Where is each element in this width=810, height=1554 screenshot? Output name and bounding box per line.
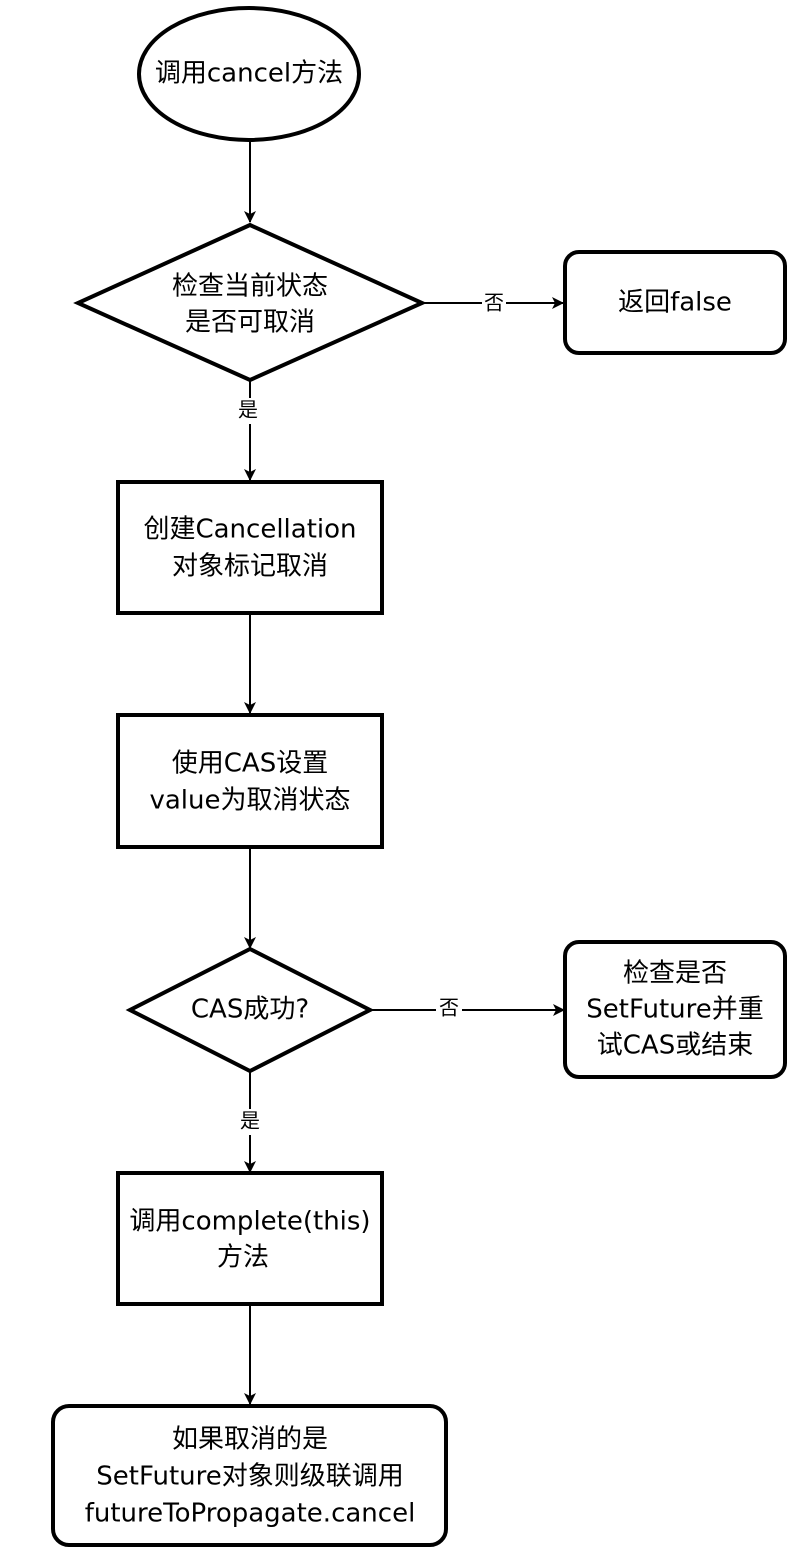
- node-call-complete: 调用complete(this) 方法: [116, 1171, 384, 1306]
- node-cas-set: 使用CAS设置 value为取消状态: [116, 713, 384, 849]
- node-propagate: 如果取消的是 SetFuture对象则级联调用 futureToPropagat…: [51, 1404, 448, 1547]
- edge-label-bg: [436, 996, 462, 1022]
- edge-label-no-1: 否: [484, 291, 504, 315]
- node-create-cancellation: 创建Cancellation 对象标记取消: [116, 480, 384, 615]
- node-check-state-line-1: 检查当前状态: [172, 272, 328, 302]
- return-false-box: [563, 250, 787, 355]
- node-check-setfuture-line-3: 试CAS或结束: [597, 1031, 753, 1061]
- edge-label-yes-1: 是: [238, 398, 258, 422]
- node-check-state: 检查当前状态 是否可取消: [73, 222, 427, 383]
- node-propagate-line-3: futureToPropagate.cancel: [85, 1499, 416, 1529]
- node-propagate-line-2: SetFuture对象则级联调用: [96, 1462, 404, 1492]
- node-check-setfuture-line-2: SetFuture并重: [586, 995, 764, 1025]
- node-return-false: 返回false: [563, 250, 787, 355]
- node-check-setfuture-line-1: 检查是否: [623, 959, 727, 989]
- cas-set-box: [116, 713, 384, 849]
- node-check-setfuture: 检查是否 SetFuture并重 试CAS或结束: [563, 940, 787, 1079]
- node-cas-success: CAS成功?: [125, 946, 375, 1074]
- edges: 否 是 否 是: [236, 142, 565, 1405]
- node-cas-set-line-1: 使用CAS设置: [172, 749, 328, 779]
- node-check-state-line-2: 是否可取消: [185, 308, 315, 338]
- edge-label-no-2: 否: [439, 996, 459, 1020]
- edge-label-bg: [236, 1109, 264, 1135]
- node-create-cancellation-line-2: 对象标记取消: [172, 552, 328, 582]
- call-complete-box: [116, 1171, 384, 1306]
- start-ellipse: [137, 6, 361, 142]
- node-call-complete-line-1: 调用complete(this): [129, 1207, 370, 1237]
- node-call-complete-line-2: 方法: [217, 1243, 269, 1273]
- node-propagate-line-1: 如果取消的是: [172, 1425, 328, 1455]
- propagate-box: [51, 1404, 448, 1547]
- node-start-label: 调用cancel方法: [155, 59, 343, 89]
- cas-success-diamond: [125, 946, 375, 1074]
- check-setfuture-box: [563, 940, 787, 1079]
- node-cas-success-label: CAS成功?: [191, 995, 309, 1025]
- node-create-cancellation-line-1: 创建Cancellation: [143, 515, 356, 545]
- edge-label-yes-2: 是: [240, 1109, 260, 1133]
- create-cancellation-box: [116, 480, 384, 615]
- check-state-diamond: [73, 222, 427, 383]
- node-start: 调用cancel方法: [137, 6, 361, 142]
- node-return-false-label: 返回false: [618, 288, 732, 318]
- node-cas-set-line-2: value为取消状态: [149, 786, 350, 816]
- edge-label-bg: [482, 290, 506, 316]
- edge-label-bg: [236, 398, 264, 424]
